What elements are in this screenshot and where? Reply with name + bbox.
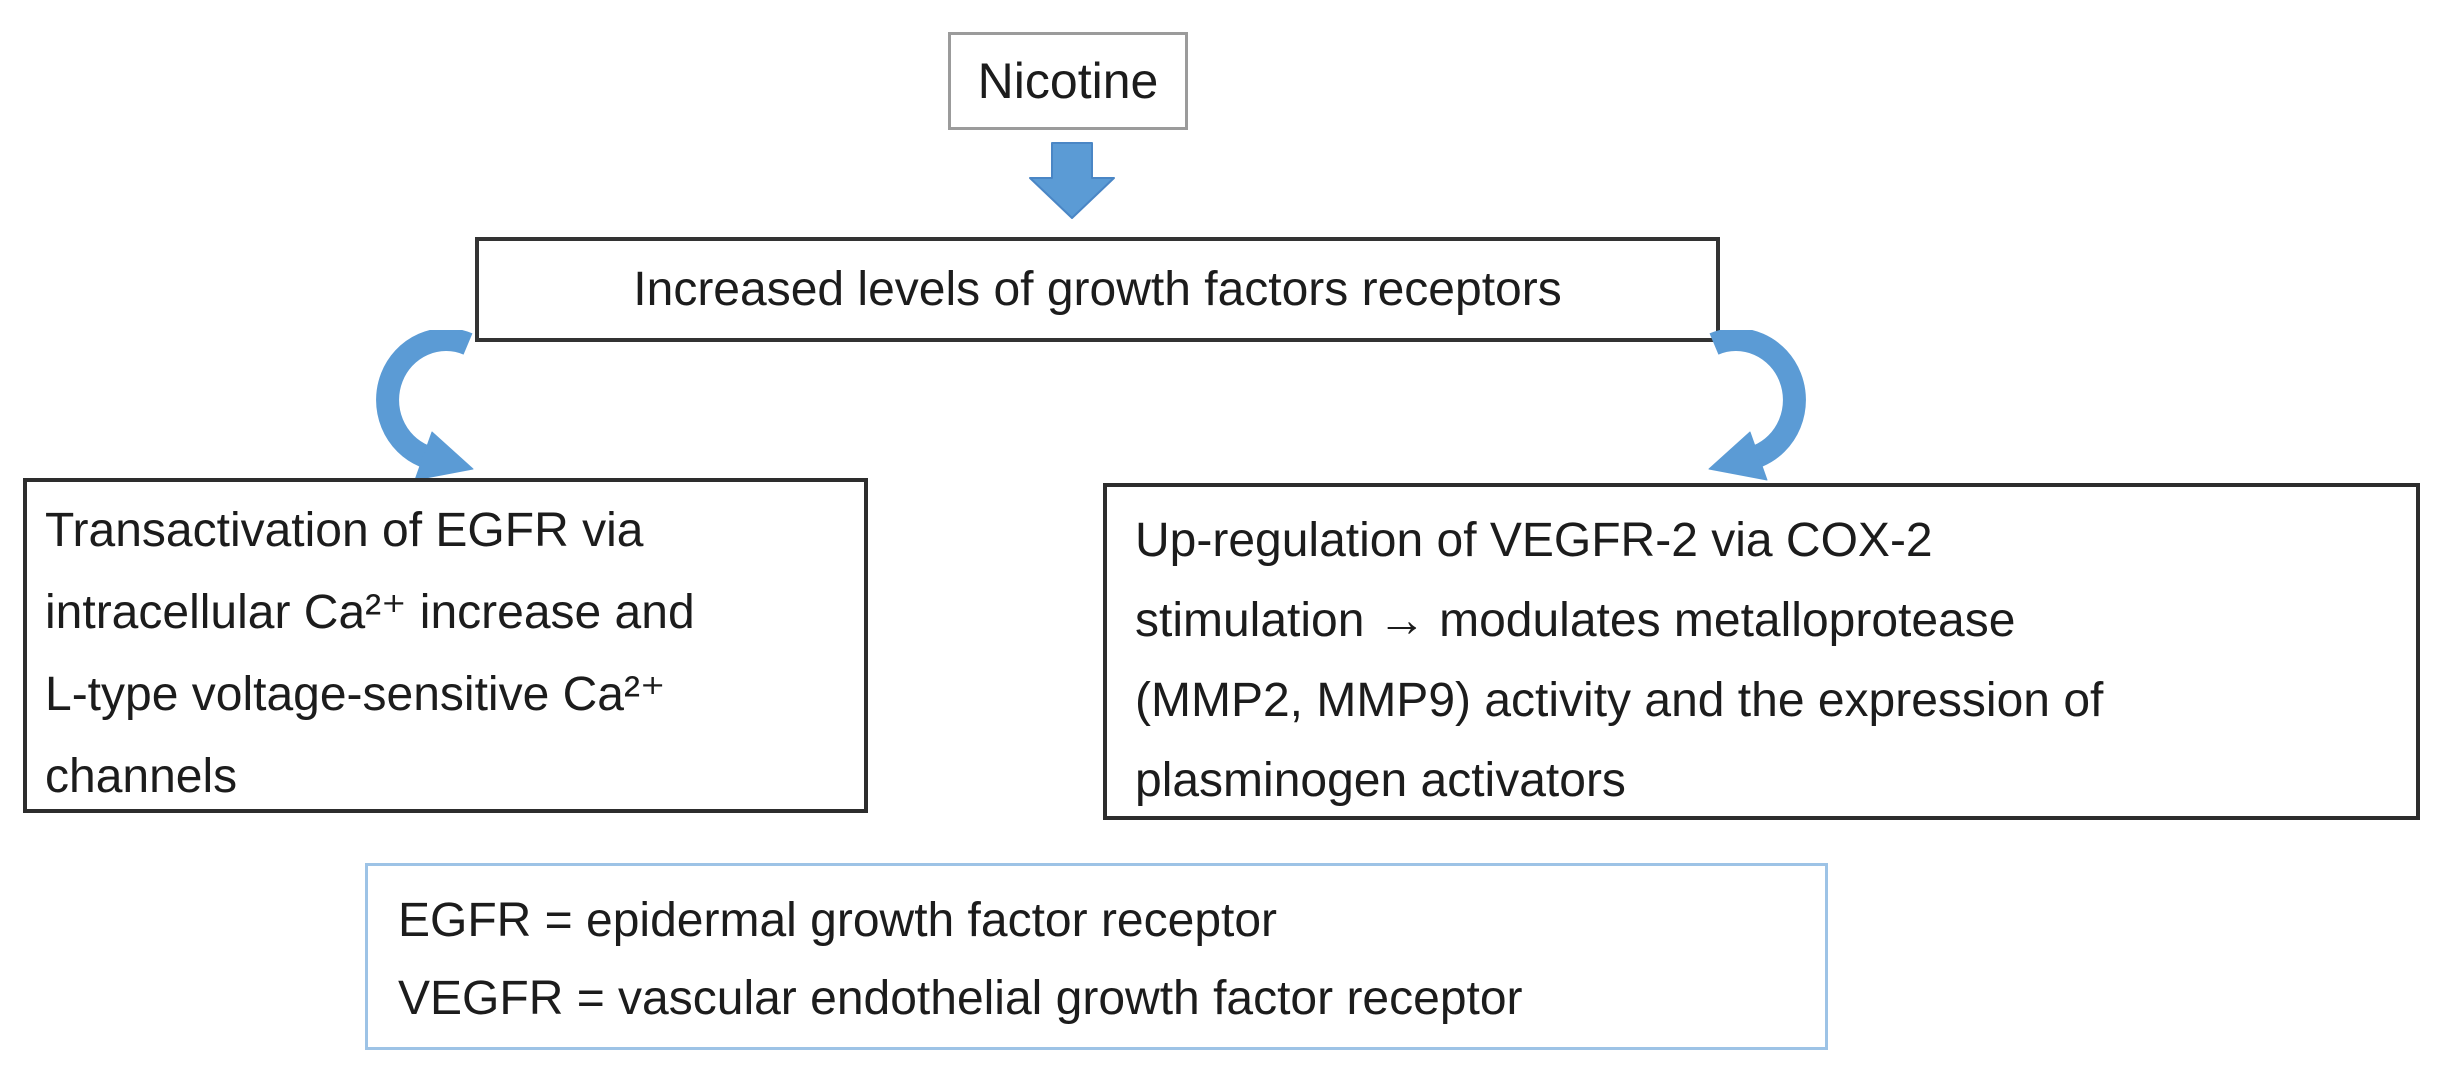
curved-arrow-right-icon [1708, 330, 1806, 481]
legend-line-vegfr: VEGFR = vascular endothelial growth fact… [398, 972, 1523, 1025]
egfr-box-line: Transactivation of EGFR via [45, 504, 644, 557]
egfr-box-line: intracellular Ca²⁺ increase and [45, 586, 695, 639]
egfr-box-line: L-type voltage-sensitive Ca²⁺ [45, 668, 666, 721]
vegfr-box-line: Up-regulation of VEGFR-2 via COX-2 [1135, 514, 1933, 567]
nicotine-label: Nicotine [977, 53, 1159, 109]
abbreviations-legend-box: EGFR = epidermal growth factor receptor … [365, 863, 1828, 1050]
vegfr-box-line: stimulation → modulates metalloprotease [1135, 594, 2016, 647]
egfr-transactivation-box: Transactivation of EGFR via intracellula… [23, 478, 868, 813]
down-arrow-icon [1029, 142, 1115, 219]
vegfr-upregulation-box: Up-regulation of VEGFR-2 via COX-2 stimu… [1103, 483, 2420, 820]
growth-factor-receptors-box: Increased levels of growth factors recep… [475, 237, 1720, 342]
egfr-box-line: channels [45, 750, 238, 803]
curved-arrow-left-icon [376, 330, 474, 481]
growth-factor-receptors-label: Increased levels of growth factors recep… [633, 263, 1562, 316]
nicotine-box: Nicotine [948, 32, 1188, 130]
legend-line-egfr: EGFR = epidermal growth factor receptor [398, 894, 1278, 947]
vegfr-box-line: plasminogen activators [1135, 754, 1626, 807]
vegfr-box-line: (MMP2, MMP9) activity and the expression… [1135, 674, 2104, 727]
